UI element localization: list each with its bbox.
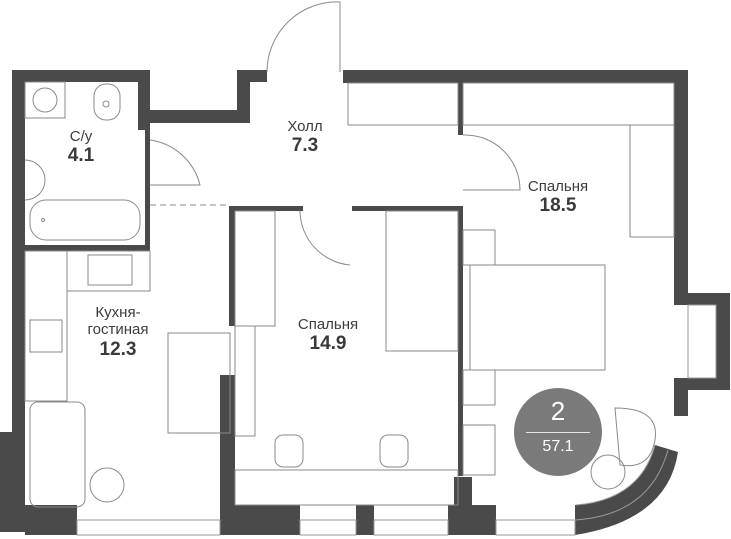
- room-label-hall: Холл 7.3: [270, 118, 340, 157]
- room-label-bedroom-small: Спальня 14.9: [283, 316, 373, 355]
- badge-divider: [526, 432, 590, 433]
- room-label-bathroom: С/у 4.1: [56, 128, 106, 167]
- room-label-kitchen-living: Кухня- гостиная 12.3: [68, 304, 168, 360]
- room-area: 4.1: [67, 145, 95, 167]
- walls: [0, 70, 730, 535]
- room-name: Спальня: [297, 316, 359, 333]
- kitchen-furniture: [24, 250, 231, 508]
- room-area: 14.9: [309, 333, 347, 355]
- windows: [76, 304, 717, 536]
- apartment-summary-badge: 2 57.1: [514, 388, 602, 476]
- wardrobes: [234, 82, 675, 437]
- room-name-line1: Кухня-: [95, 304, 141, 321]
- room-name: Холл: [287, 118, 323, 135]
- room-name: Спальня: [527, 178, 589, 195]
- total-area: 57.1: [542, 438, 574, 455]
- room-area: 7.3: [291, 135, 319, 157]
- room-area: 18.5: [539, 195, 577, 217]
- room-name: С/у: [69, 128, 93, 145]
- bathroom-fixtures: [24, 81, 141, 241]
- room-area: 12.3: [99, 338, 137, 360]
- corner-window: [574, 444, 669, 521]
- room-name-line2: гостиная: [87, 321, 149, 339]
- doors: [149, 1, 521, 266]
- room-count: 2: [550, 396, 566, 426]
- large-bedroom-furniture: [462, 229, 656, 490]
- small-bedroom-furniture: [234, 210, 459, 506]
- room-label-bedroom-large: Спальня 18.5: [513, 178, 603, 217]
